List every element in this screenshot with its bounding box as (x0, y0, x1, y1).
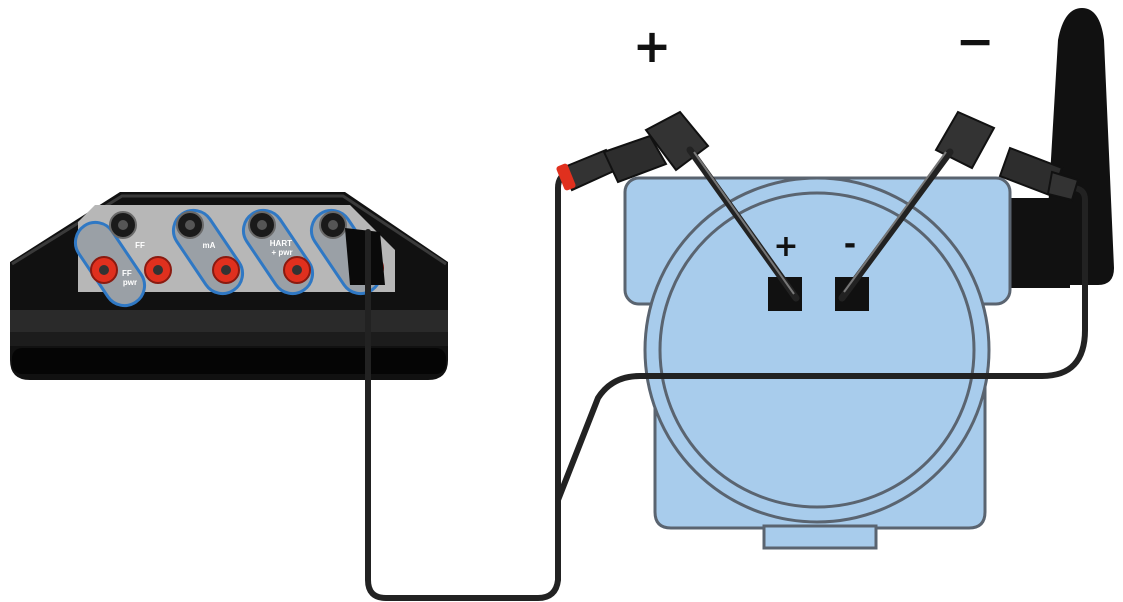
transmitter-cover-inner (658, 191, 976, 509)
jack-black-hole (118, 220, 128, 230)
calibrator-band-mid (10, 332, 448, 346)
polarity-plus-label: + (633, 19, 672, 73)
port-label-ff-top: FF (135, 241, 145, 250)
calibrator-band-top (10, 310, 448, 332)
lead-negative (555, 185, 1088, 503)
port-group-4 (309, 208, 385, 296)
transmitter-neck (762, 524, 878, 550)
port-group-ma (171, 208, 245, 296)
port-label-ma: mA (203, 241, 216, 250)
polarity-minus-label: − (956, 14, 995, 68)
jack-red-hole (153, 265, 163, 275)
jack-red-hole (292, 265, 302, 275)
jack-red-hole (99, 265, 109, 275)
port-group-ff (73, 211, 172, 308)
probe-clip-minus[interactable] (838, 110, 1080, 302)
clip-minus-boot (1046, 170, 1080, 202)
jack-black-hole (185, 220, 195, 230)
clip-plus-hook-highlight (693, 151, 795, 295)
jack-black-hole (328, 220, 338, 230)
terminal-plus-label: + (773, 229, 798, 264)
transmitter: + - (623, 8, 1114, 550)
calibrator-device: FF FF pwr mA HART + pwr (10, 192, 448, 380)
jack-black-hole (257, 220, 267, 230)
jack-red-hole (221, 265, 231, 275)
clip-plus-red-collar (556, 163, 576, 191)
port-label-hart: HART + pwr (270, 239, 294, 257)
port-label-ff-line2: pwr (123, 278, 137, 287)
port-label-ff-bottom: FF pwr (122, 269, 137, 287)
port-group-hart (241, 208, 315, 296)
clip-minus-hook-highlight (843, 151, 947, 293)
port-label-hart-line2: + pwr (271, 248, 292, 257)
port-label-ff-line1: FF (122, 269, 132, 278)
antenna-mount (1010, 198, 1070, 288)
terminal-minus-label: - (844, 227, 856, 262)
calibrator-bevel (11, 194, 447, 266)
probe-clip-plus[interactable] (556, 110, 800, 302)
port-label-hart-line1: HART (270, 239, 292, 248)
calibrator-band-bottom (12, 348, 446, 374)
clip-plus-body (602, 134, 668, 184)
clip-minus-hook (838, 148, 954, 302)
